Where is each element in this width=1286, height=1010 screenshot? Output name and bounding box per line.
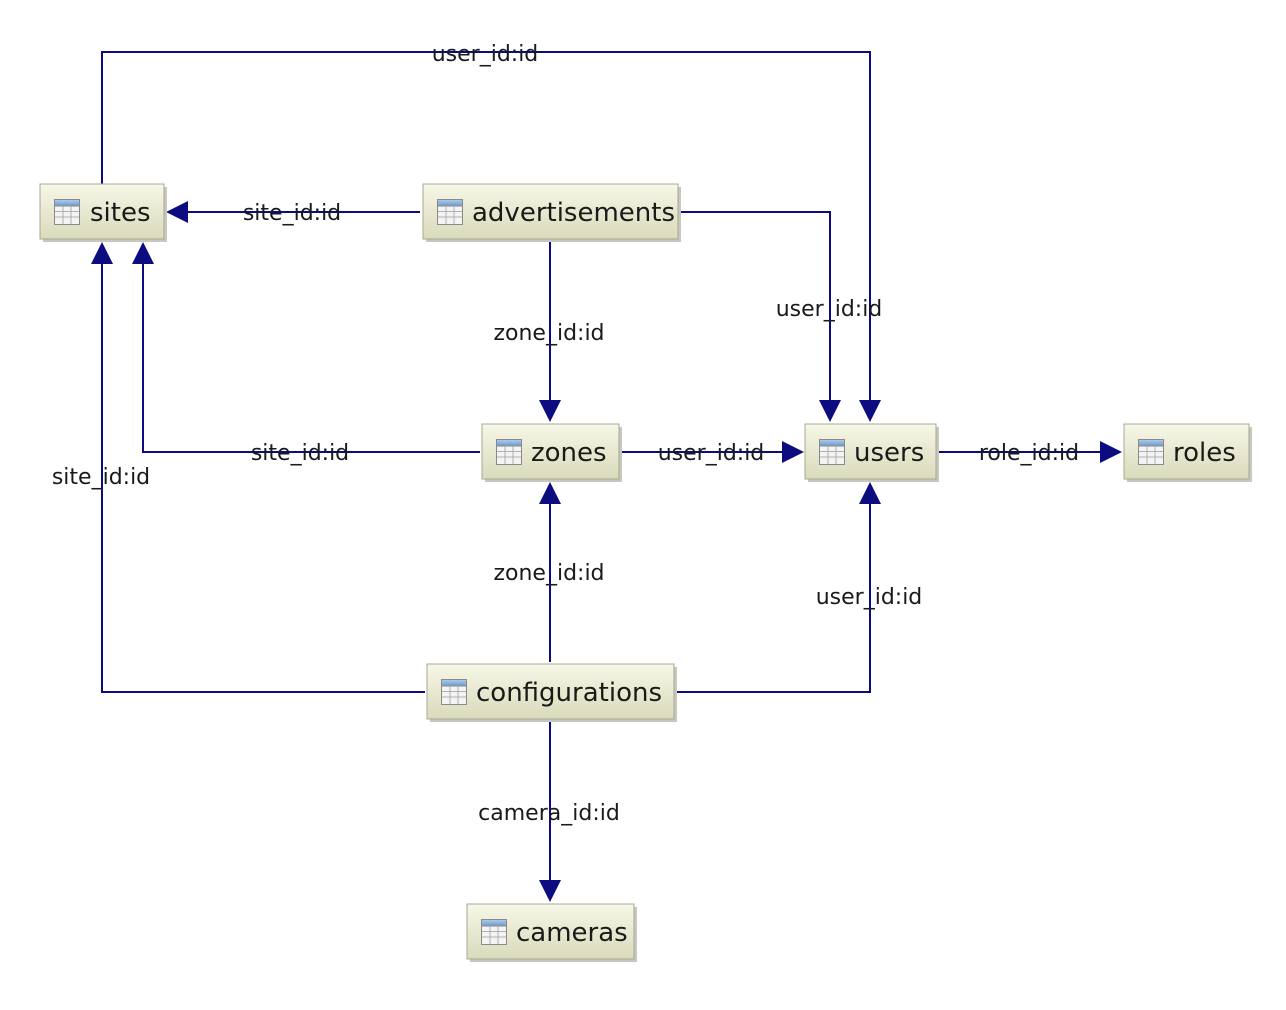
arrowhead-icon: [1100, 441, 1122, 463]
label-zones-users: user_id:id: [658, 441, 765, 466]
arrowhead-icon: [166, 201, 188, 223]
table-node-advertisements[interactable]: advertisements: [422, 183, 681, 242]
edge-advertisements-sites[interactable]: [166, 201, 420, 223]
table-node-configurations[interactable]: configurations: [426, 663, 677, 722]
arrowhead-icon: [782, 441, 804, 463]
label-configurations-cameras: camera_id:id: [478, 801, 620, 826]
edge-zones-sites[interactable]: [132, 242, 480, 453]
arrowhead-icon: [859, 400, 881, 422]
nodes: sites advertisements zones us: [39, 183, 1252, 962]
table-grid-icon: [819, 439, 845, 465]
table-name-configurations: configurations: [476, 678, 662, 708]
table-node-cameras[interactable]: cameras: [466, 903, 637, 962]
table-name-zones: zones: [531, 438, 607, 468]
label-advertisements-sites: site_id:id: [243, 201, 341, 226]
table-grid-icon: [496, 439, 522, 465]
table-grid-icon: [437, 199, 463, 225]
arrowhead-icon: [91, 242, 113, 264]
edge-configurations-users[interactable]: [676, 482, 881, 693]
arrowhead-icon: [539, 400, 561, 422]
table-node-sites[interactable]: sites: [39, 183, 167, 242]
edges: [91, 51, 1122, 902]
label-configurations-users: user_id:id: [816, 585, 923, 610]
edge-zones-users[interactable]: [620, 441, 804, 463]
edge-configurations-zones[interactable]: [539, 482, 561, 662]
table-node-roles[interactable]: roles: [1123, 423, 1252, 482]
table-name-sites: sites: [90, 198, 151, 228]
table-name-advertisements: advertisements: [472, 198, 675, 228]
arrowhead-icon: [132, 242, 154, 264]
edge-users-roles[interactable]: [937, 441, 1122, 463]
label-advertisements-users: user_id:id: [776, 297, 883, 322]
table-name-roles: roles: [1173, 438, 1236, 468]
edge-configurations-sites[interactable]: [91, 242, 425, 693]
table-node-users[interactable]: users: [804, 423, 939, 482]
arrowhead-icon: [539, 880, 561, 902]
table-grid-icon: [441, 679, 467, 705]
table-grid-icon: [1138, 439, 1164, 465]
arrowhead-icon: [859, 482, 881, 504]
edge-configurations-cameras[interactable]: [539, 722, 561, 902]
label-zones-sites: site_id:id: [251, 441, 349, 466]
table-name-users: users: [854, 438, 924, 468]
label-sites-users: user_id:id: [432, 42, 539, 67]
arrowhead-icon: [819, 400, 841, 422]
table-grid-icon: [54, 199, 80, 225]
table-node-zones[interactable]: zones: [481, 423, 622, 482]
arrowhead-icon: [539, 482, 561, 504]
edge-labels: user_id:id site_id:id user_id:id zone_id…: [52, 42, 1079, 826]
edge-advertisements-users[interactable]: [680, 211, 841, 422]
edge-sites-users[interactable]: [101, 51, 881, 422]
label-configurations-sites: site_id:id: [52, 465, 150, 490]
table-name-cameras: cameras: [516, 918, 628, 948]
edge-advertisements-zones[interactable]: [539, 241, 561, 422]
label-configurations-zones: zone_id:id: [493, 561, 604, 586]
label-users-roles: role_id:id: [979, 441, 1079, 466]
label-advertisements-zones: zone_id:id: [493, 321, 604, 346]
table-grid-icon: [481, 919, 507, 945]
